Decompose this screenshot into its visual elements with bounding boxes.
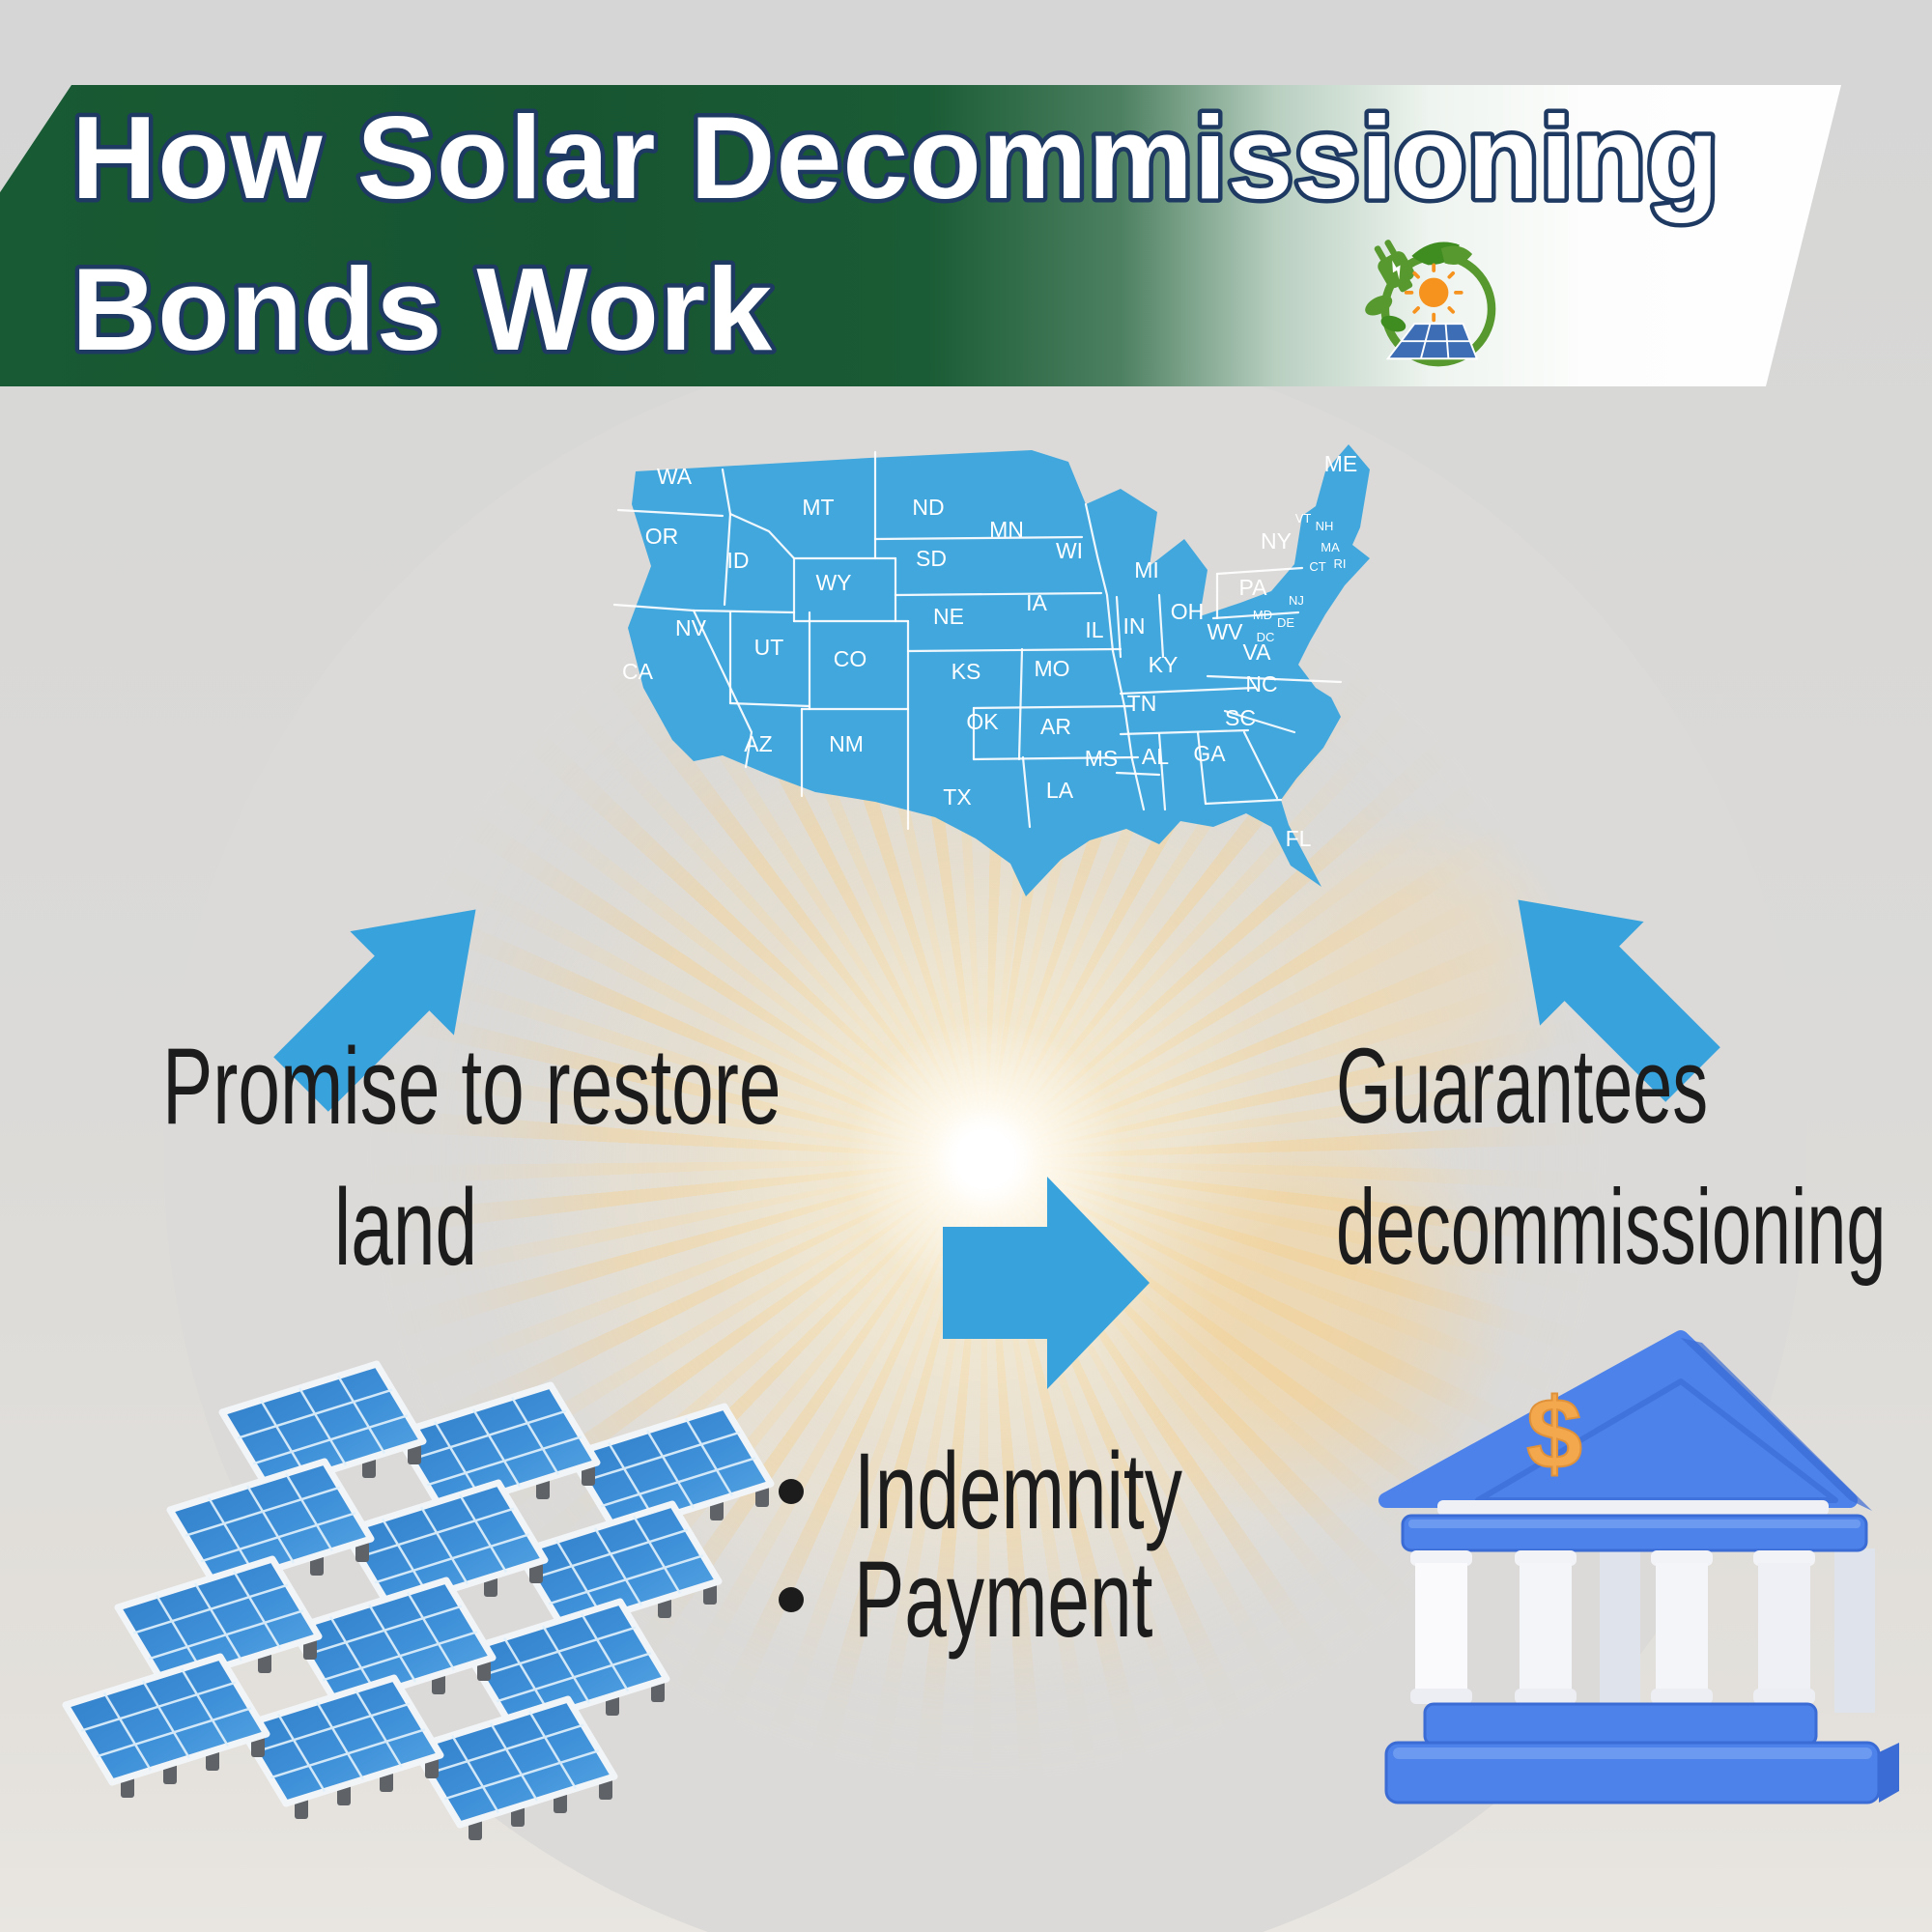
bullet-dot-icon (779, 1587, 804, 1612)
bank-back-column (1600, 1548, 1640, 1713)
leaf-icon (1365, 295, 1393, 316)
state-label-dc: DC (1257, 630, 1275, 644)
bond-term-row: Payment (779, 1546, 1323, 1654)
plug-icon (1374, 240, 1415, 293)
title-line-2: Bonds Work (71, 243, 773, 375)
bond-term-label: Payment (854, 1539, 1153, 1660)
state-label-nj: NJ (1289, 593, 1304, 608)
lens-flare-blob (1082, 1111, 1526, 1517)
arrow-up-left-icon (1518, 899, 1720, 1102)
state-label-mn: MN (989, 517, 1024, 542)
state-label-nm: NM (829, 731, 864, 756)
state-label-md: MD (1253, 608, 1272, 622)
state-label-ga: GA (1193, 741, 1226, 766)
state-label-tn: TN (1127, 691, 1157, 716)
solar-panel-icon (1385, 323, 1479, 360)
state-label-nh: NH (1316, 519, 1334, 533)
state-label-nv: NV (675, 615, 707, 640)
bank-base (1384, 1702, 1899, 1804)
state-label-mo: MO (1034, 656, 1069, 681)
state-label-mi: MI (1134, 557, 1159, 582)
state-label-la: LA (1046, 778, 1074, 803)
bank-columns (1410, 1550, 1815, 1704)
state-label-vt: VT (1295, 511, 1312, 526)
state-label-in: IN (1123, 613, 1146, 639)
guarantee-label-line2: decommissioning (1336, 1168, 1887, 1287)
bank-slab (1437, 1500, 1829, 1516)
title-line-1: How Solar Decommissioning (71, 92, 1719, 223)
state-label-il: IL (1085, 617, 1103, 642)
bullet-dot-icon (779, 1479, 804, 1504)
state-label-ca: CA (622, 659, 654, 684)
usa-map-silhouette (628, 444, 1370, 896)
state-label-co: CO (834, 646, 867, 671)
state-label-mt: MT (802, 495, 834, 520)
state-label-me: ME (1324, 451, 1358, 476)
state-label-ut: UT (754, 635, 784, 660)
state-label-ne: NE (933, 604, 964, 629)
bank-illustration: $ (1378, 1330, 1899, 1804)
arrow-right-icon (943, 1177, 1150, 1389)
state-label-nc: NC (1245, 671, 1277, 696)
arrow-up-right-icon (273, 909, 476, 1112)
state-label-ri: RI (1334, 556, 1347, 571)
guarantee-label: Guarantees decommissioning (1336, 1016, 1886, 1298)
guarantee-label-line1: Guarantees (1336, 1027, 1709, 1146)
state-label-ny: NY (1261, 528, 1292, 554)
state-label-az: AZ (744, 731, 772, 756)
state-label-oh: OH (1171, 599, 1205, 624)
state-label-ma: MA (1321, 540, 1340, 554)
sun-icon (1404, 263, 1463, 323)
eco-plug-sun-solar-panel-logo-icon (1365, 240, 1496, 367)
bank-roof (1378, 1330, 1872, 1511)
state-label-ar: AR (1040, 714, 1071, 739)
header-banner (0, 85, 1841, 386)
state-label-ks: KS (952, 659, 981, 684)
bank-back-column (1834, 1548, 1875, 1713)
state-labels: WA MT ND MN OR ID SD WI MI NY ME VT NH MA CT RI WY IA NE PA… (622, 451, 1357, 851)
promise-label-line2: land (333, 1167, 478, 1288)
page-title: How Solar Decommissioning Bonds Work (68, 88, 1723, 380)
state-label-fl: FL (1286, 826, 1312, 851)
state-label-ky: KY (1149, 652, 1179, 677)
bank-entablature-highlight (1408, 1520, 1861, 1528)
bond-term-label: Indemnity (854, 1431, 1182, 1551)
state-label-ms: MS (1085, 746, 1119, 771)
promise-label-line1: Promise to restore (162, 1026, 781, 1147)
state-label-or: OR (645, 524, 679, 549)
usa-map: WA MT ND MN OR ID SD WI MI NY ME VT NH MA CT RI WY IA NE PA… (612, 444, 1370, 896)
state-label-va: VA (1243, 639, 1272, 665)
state-label-wy: WY (815, 570, 851, 595)
state-label-de: DE (1277, 615, 1294, 630)
state-label-wi: WI (1056, 538, 1083, 563)
state-label-sc: SC (1225, 705, 1256, 730)
state-label-pa: PA (1239, 575, 1268, 600)
state-label-nd: ND (912, 495, 944, 520)
bond-term-row: Indemnity (779, 1437, 1323, 1546)
state-borders (612, 450, 1343, 831)
state-label-id: ID (727, 548, 750, 573)
state-label-sd: SD (916, 546, 947, 571)
leaf-icon (1380, 315, 1406, 332)
state-label-al: AL (1142, 744, 1169, 769)
state-label-tx: TX (943, 784, 971, 810)
lens-flare-blob (1256, 811, 1584, 1121)
dollar-sign-icon: $ (1526, 1378, 1582, 1491)
state-label-ct: CT (1309, 559, 1325, 574)
promise-label: Promise to restore land (162, 1016, 781, 1298)
state-label-wa: WA (657, 464, 693, 489)
state-label-ok: OK (966, 709, 999, 734)
leaf-icon (1440, 245, 1473, 266)
solar-panel-array (21, 1285, 775, 1864)
state-label-ia: IA (1026, 590, 1047, 615)
state-label-wv: WV (1207, 619, 1243, 644)
